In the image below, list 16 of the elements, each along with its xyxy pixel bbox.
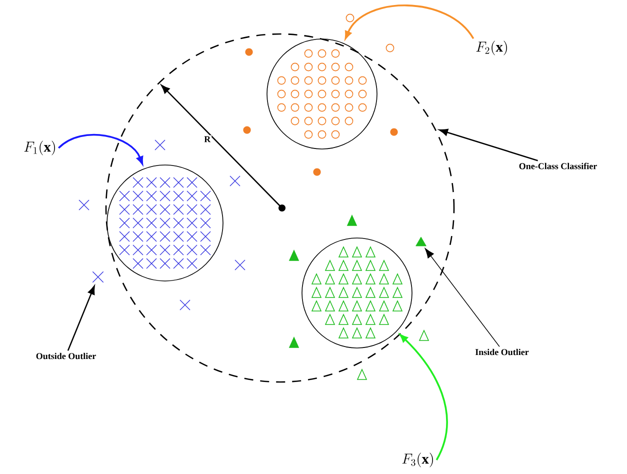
function-label: $F_{3}(\mathbf{x})$ (402, 452, 433, 468)
text-label: Inside Outlier (475, 348, 529, 356)
function-label: $F_{1}(\mathbf{x})$ (24, 140, 55, 156)
arrow (400, 334, 448, 460)
text-label: Outside Outlier (36, 352, 96, 360)
arrow (439, 128, 538, 162)
dashed-circle (105, 33, 455, 383)
function-label: $F_{2}(\mathbf{x})$ (476, 40, 507, 56)
arrow (67, 286, 95, 351)
data-point (416, 236, 426, 246)
arrow (58, 134, 144, 164)
data-point (92, 271, 104, 283)
arrow (344, 4, 474, 40)
arrow (424, 248, 500, 347)
text-label: One-Class Classifier (519, 162, 597, 170)
radius-label: R (203, 135, 212, 144)
